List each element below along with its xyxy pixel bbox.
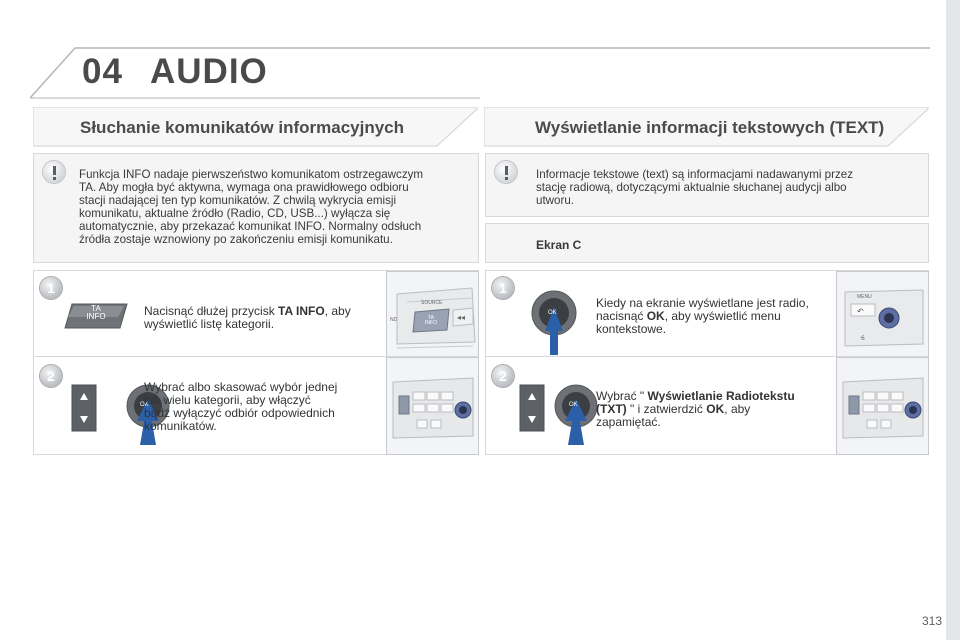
left-step-2: 2 OK Wybrać albo skasować wybór jednej l… <box>33 356 479 455</box>
ok-label: OK <box>548 310 557 316</box>
page-side-bar <box>946 0 960 640</box>
left-info-box: Funkcja INFO nadaje pierwszeństwo komuni… <box>33 153 479 263</box>
step-number-badge: 2 <box>40 365 62 387</box>
ta-info-button-top: TA <box>91 304 101 313</box>
right-step-2-text: Wybrać " Wyświetlanie Radiotekstu (TXT) … <box>596 389 795 429</box>
ok-dial-icon <box>71 384 170 445</box>
ok-dial-icon <box>531 290 577 355</box>
step-number-badge: 2 <box>492 365 514 387</box>
right-step-1: 1 OK Kiedy na ekranie wyświetlane jest r… <box>485 270 929 358</box>
thumb-info-label: INFO <box>425 320 437 326</box>
control-panel-thumbnail <box>386 357 479 455</box>
ok-dial-icon <box>519 384 598 445</box>
right-step-2: 2 OK Wybrać " Wyświetlanie Radiotekstu (… <box>485 356 929 455</box>
right-info-box: Informacje tekstowe (text) są informacja… <box>485 153 929 217</box>
thumb-ta-label: TA <box>427 315 435 321</box>
chapter-number: 04 <box>82 52 123 91</box>
radio-panel-thumbnail: ◂◂ SOURCE ND TA INFO <box>386 271 479 358</box>
control-panel-thumbnail <box>836 357 929 455</box>
ta-info-button-icon <box>64 303 128 329</box>
ok-label: OK <box>569 402 578 408</box>
step-number-badge: 1 <box>40 277 62 299</box>
right-section-title-frame <box>484 107 929 147</box>
menu-panel-thumbnail: ↶ 6 MENU <box>836 271 929 358</box>
right-info-text: Informacje tekstowe (text) są informacja… <box>536 168 854 207</box>
svg-text:↶: ↶ <box>856 307 864 316</box>
page-number: 313 <box>921 614 942 628</box>
right-step-1-text: Kiedy na ekranie wyświetlane jest radio,… <box>596 296 809 336</box>
left-section-title-frame <box>33 107 478 147</box>
chapter-title: AUDIO <box>150 52 268 91</box>
left-step-1: 1 TA INFO Nacisnąć dłużej przycisk TA IN… <box>33 270 479 358</box>
right-section-title: Wyświetlanie informacji tekstowych (TEXT… <box>535 118 885 137</box>
step-number-badge: 1 <box>492 277 514 299</box>
thumb-menu-label: MENU <box>857 294 872 300</box>
ta-info-button-bottom: INFO <box>86 312 106 321</box>
ok-label: OK <box>140 402 149 408</box>
thumb-nd-label: ND <box>390 317 398 323</box>
left-info-text: Funkcja INFO nadaje pierwszeństwo komuni… <box>79 168 424 246</box>
left-step-1-text: Nacisnąć dłużej przycisk TA INFO, aby wy… <box>144 304 351 331</box>
ekran-label: Ekran C <box>536 238 582 252</box>
header-frame <box>30 47 930 99</box>
ekran-box: Ekran C <box>485 223 929 263</box>
thumb-source-label: SOURCE <box>421 300 443 306</box>
svg-text:6: 6 <box>861 335 865 342</box>
svg-text:◂◂: ◂◂ <box>457 313 465 322</box>
info-icon <box>43 161 65 183</box>
left-section-title: Słuchanie komunikatów informacyjnych <box>80 118 405 137</box>
info-icon <box>495 161 517 183</box>
left-step-2-text: Wybrać albo skasować wybór jednej lub wi… <box>144 380 338 433</box>
